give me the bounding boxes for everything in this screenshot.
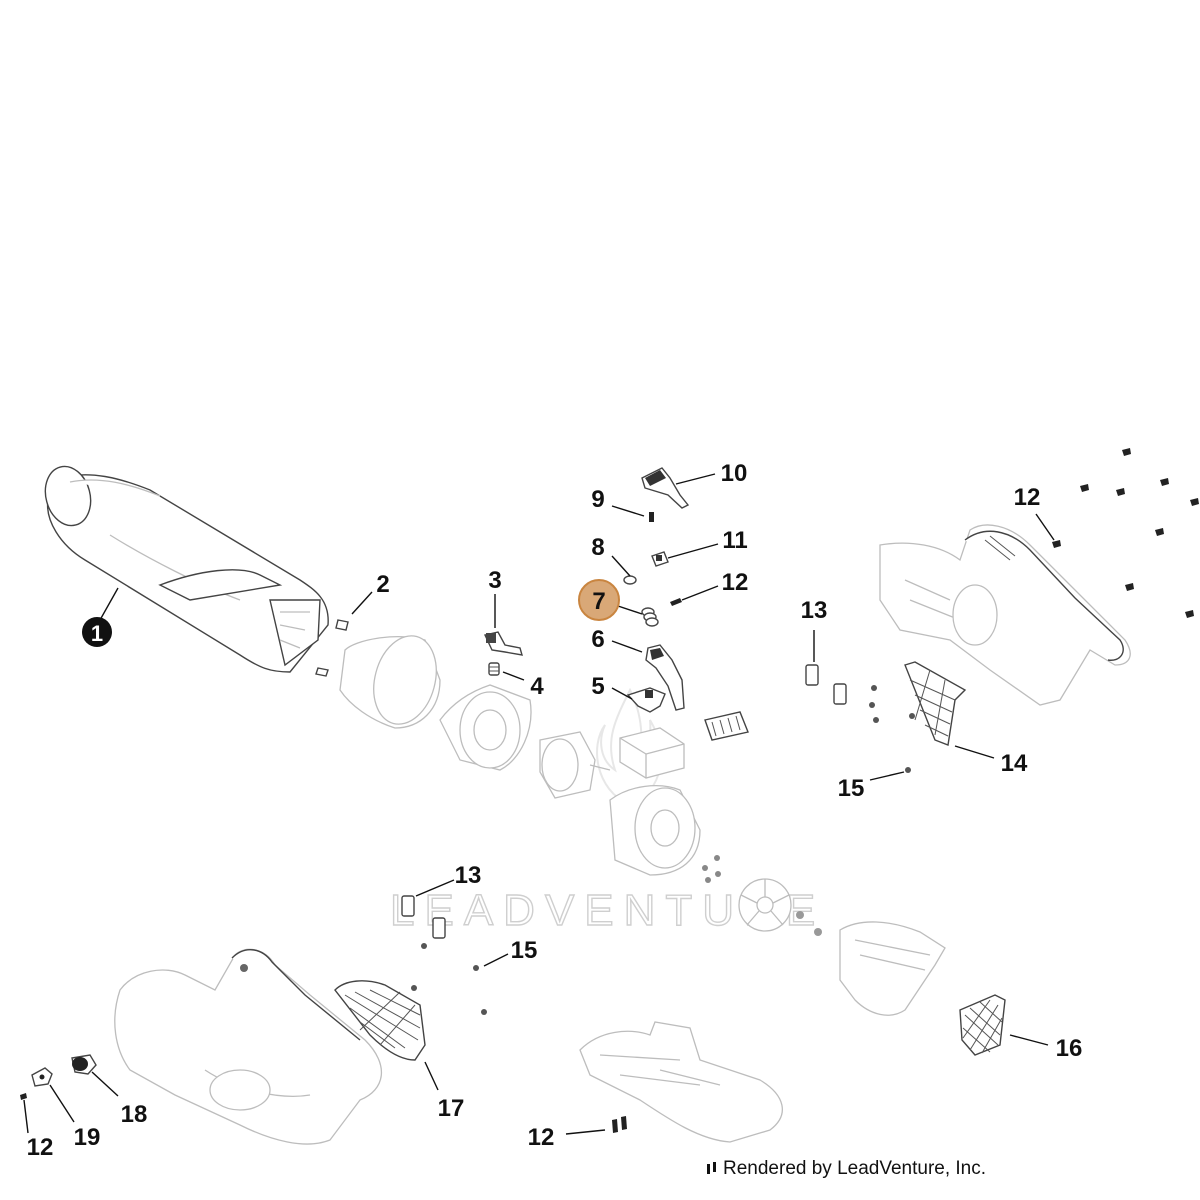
leader-lines: [23, 473, 1055, 1135]
rendered-by-footer: Rendered by LeadVenture, Inc.: [705, 1158, 986, 1180]
callout-8[interactable]: 8: [591, 534, 604, 561]
part-power-button: [71, 1054, 97, 1075]
part-rear-grille: [959, 994, 1006, 1056]
callout-19[interactable]: 19: [74, 1124, 101, 1151]
callout-12-c[interactable]: 12: [528, 1124, 555, 1151]
part-housing-screws: [1052, 448, 1199, 618]
callout-3[interactable]: 3: [488, 567, 501, 594]
callout-12-b[interactable]: 12: [1014, 484, 1041, 511]
callout-1[interactable]: 1: [82, 617, 112, 647]
callout-9[interactable]: 9: [591, 486, 604, 513]
callout-12-d[interactable]: 12: [27, 1134, 54, 1161]
callout-13-b[interactable]: 13: [455, 862, 482, 889]
part-bracket: [31, 1067, 53, 1087]
callout-2[interactable]: 2: [376, 571, 389, 598]
callout-11[interactable]: 11: [722, 527, 747, 554]
part-screw: [670, 598, 682, 606]
part-trigger-lever: [641, 467, 690, 509]
part-clip: [315, 619, 349, 677]
callout-13-a[interactable]: 13: [801, 597, 828, 624]
part-small-spring: [488, 662, 500, 676]
callout-4[interactable]: 4: [530, 673, 544, 700]
part-side-grille-left: [334, 980, 426, 1061]
part-control-board: [619, 727, 685, 779]
part-motor-sleeve: [339, 635, 441, 729]
callout-12-a[interactable]: 12: [722, 569, 749, 596]
svg-text:1: 1: [91, 621, 103, 646]
part-small-screws-left: [411, 943, 487, 1015]
part-side-grille-right: [904, 661, 967, 746]
callout-17[interactable]: 17: [438, 1095, 465, 1122]
callout-15-b[interactable]: 15: [511, 937, 538, 964]
part-terminal-block: [704, 711, 749, 741]
callout-15-a[interactable]: 15: [838, 775, 865, 802]
part-trigger-spring: [641, 607, 659, 627]
callout-14[interactable]: 14: [1001, 750, 1028, 777]
part-volute: [839, 921, 946, 1016]
part-battery-base: [579, 1021, 783, 1143]
part-bracket-screw: [20, 1093, 27, 1100]
part-latch-clip-left: [401, 895, 446, 939]
part-right-housing: [879, 524, 1131, 706]
part-impeller: [738, 878, 822, 936]
part-fan-housing: [439, 684, 532, 771]
part-screw-cluster: [702, 855, 721, 883]
part-left-housing: [114, 948, 382, 1145]
part-base-screws: [612, 1116, 627, 1133]
part-washer: [623, 575, 637, 585]
callout-6[interactable]: 6: [591, 626, 604, 653]
callout-5[interactable]: 5: [591, 673, 604, 700]
part-latch-clip-right: [805, 664, 847, 705]
callout-7[interactable]: 7: [578, 579, 620, 621]
svg-text:7: 7: [592, 588, 605, 615]
footer-text: Rendered by LeadVenture, Inc.: [723, 1158, 987, 1179]
part-trigger: [645, 644, 685, 711]
part-lock-button: [483, 631, 523, 656]
callouts: 1 2 3 4 5 6 7 8 9 10 11 12 12 12 12 13 1…: [27, 460, 1083, 1161]
screw-pair-icon: [707, 1162, 716, 1174]
callout-18[interactable]: 18: [121, 1101, 148, 1128]
part-blower-tube: [44, 465, 329, 673]
part-switch: [626, 687, 666, 713]
part-pin: [649, 512, 654, 522]
callout-16[interactable]: 16: [1056, 1035, 1083, 1062]
part-small-screws-right: [869, 685, 915, 773]
part-switch-block: [651, 551, 669, 567]
part-fan-shroud: [609, 785, 701, 876]
callout-10[interactable]: 10: [721, 460, 748, 487]
part-motor: [539, 731, 611, 799]
